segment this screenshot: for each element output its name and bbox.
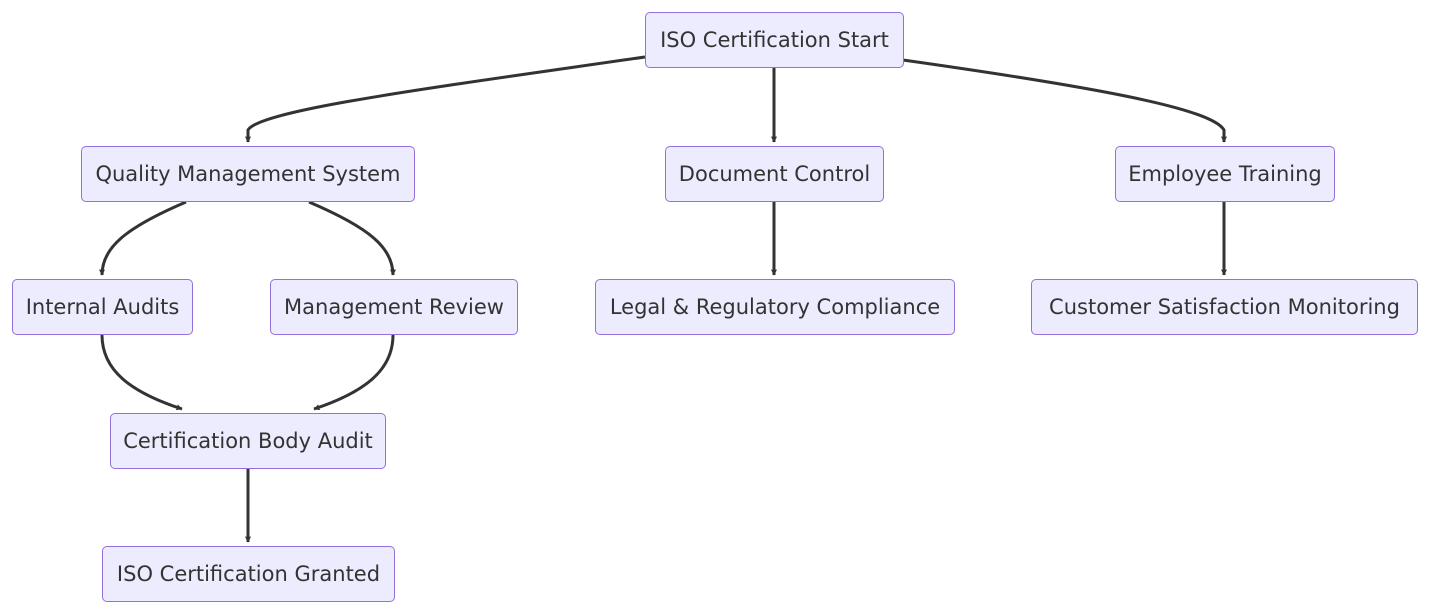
edge-iso-start-to-qms [245,55,646,143]
node-label: Certification Body Audit [123,429,373,453]
node-management-review: Management Review [270,279,518,335]
node-label: Quality Management System [95,162,401,186]
node-label: Employee Training [1128,162,1322,186]
edge-iso-start-to-employee-training [902,58,1227,143]
node-label: Legal & Regulatory Compliance [609,295,941,319]
node-label: ISO Certification Start [660,28,889,52]
node-iso-certification-start: ISO Certification Start [645,12,904,68]
edge-qms-to-internal-audits [99,200,187,276]
node-label: Internal Audits [25,295,180,319]
node-label: Document Control [678,162,871,186]
node-document-control: Document Control [665,146,884,202]
node-internal-audits: Internal Audits [12,279,193,335]
node-label: ISO Certification Granted [116,562,381,586]
node-customer-satisfaction-monitoring: Customer Satisfaction Monitoring [1031,279,1418,335]
edge-internal-audits-to-certification-body-audit [100,334,183,411]
node-quality-management-system: Quality Management System [81,146,415,202]
edge-management-review-to-certification-body-audit [313,334,395,411]
node-iso-certification-granted: ISO Certification Granted [102,546,395,602]
node-employee-training: Employee Training [1115,146,1335,202]
node-label: Customer Satisfaction Monitoring [1049,295,1400,319]
node-label: Management Review [284,295,504,319]
edge-qms-to-management-review [308,200,396,276]
node-legal-regulatory-compliance: Legal & Regulatory Compliance [595,279,955,335]
node-certification-body-audit: Certification Body Audit [110,413,386,469]
